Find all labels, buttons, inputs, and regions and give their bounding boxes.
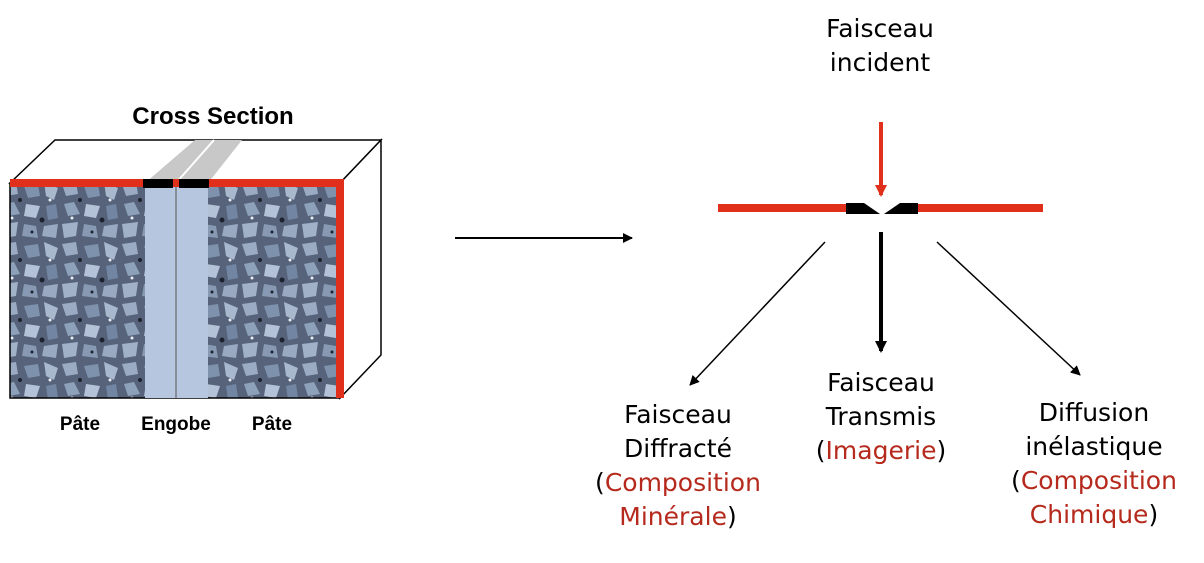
- inelastic-beam-arrow: [936, 241, 1081, 376]
- diffracted-detail-line2: Minérale): [619, 502, 737, 531]
- diffracted-line2: Diffracté: [624, 434, 732, 463]
- inelastic-detail-line2: Chimique): [1029, 500, 1159, 529]
- sample-cut-right: [179, 179, 209, 188]
- block-side-face: [339, 138, 382, 400]
- diffracted-beam-arrow: [689, 241, 826, 386]
- inelastic-line2: inélastique: [1025, 432, 1163, 461]
- diffracted-line1: Faisceau: [624, 400, 732, 429]
- diffracted-detail-text1: Composition: [604, 468, 761, 497]
- incident-line2: incident: [829, 48, 931, 77]
- transmitted-detail-text: Imagerie: [825, 436, 937, 465]
- engobe-top-strip: [145, 140, 242, 183]
- sample-cut-left: [143, 179, 173, 188]
- transmitted-line1: Faisceau: [827, 368, 935, 397]
- inelastic-line1: Diffusion: [1038, 398, 1150, 427]
- transmitted-beam-label: Faisceau Transmis (Imagerie): [781, 366, 981, 468]
- transmitted-detail: (Imagerie): [815, 436, 947, 465]
- inelastic-detail-line1: (Composition: [1011, 466, 1177, 495]
- incident-line1: Faisceau: [826, 14, 934, 43]
- diffracted-beam-label: Faisceau Diffracté (Composition Minérale…: [578, 398, 778, 534]
- thin-foil: [718, 203, 1043, 214]
- diffracted-detail-line1: (Composition: [595, 468, 761, 497]
- inelastic-label: Diffusion inélastique (Composition Chimi…: [994, 396, 1194, 532]
- diffracted-detail-text2: Minérale: [619, 502, 727, 531]
- inelastic-detail-text2: Chimique: [1029, 500, 1149, 529]
- label-engobe: Engobe: [141, 414, 211, 435]
- label-pate-right: Pâte: [251, 414, 293, 435]
- transmitted-line2: Transmis: [825, 402, 937, 431]
- label-pate-left: Pâte: [59, 414, 101, 435]
- cross-section-title: Cross Section: [132, 103, 294, 130]
- incident-beam-label: Faisceau incident: [780, 12, 980, 80]
- inelastic-detail-text1: Composition: [1020, 466, 1177, 495]
- sample-edge-red: [10, 179, 344, 398]
- cross-section-block: [8, 138, 383, 400]
